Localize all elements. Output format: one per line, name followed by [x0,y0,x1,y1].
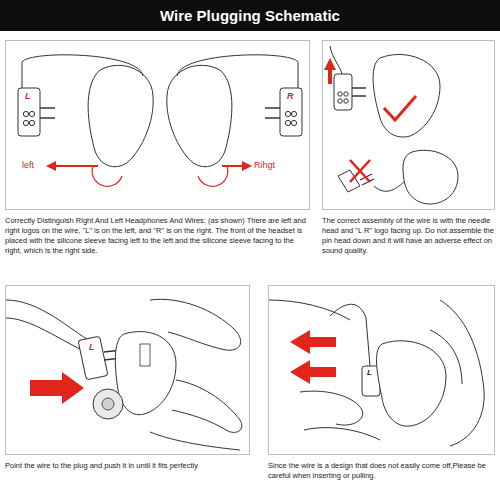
step-panel: Since the wire is a design that does not… [268,285,495,481]
figure-label: L [89,343,95,352]
step-caption: The correct assembly of the wire is with… [322,216,495,256]
figure-label: Rihgt [254,161,275,170]
step-panel: The correct assembly of the wire is with… [322,40,495,256]
step-panel: Correctly Distinguish Right And Left Hea… [5,40,310,256]
panel-frame [322,40,495,210]
figure-label: left [22,161,34,170]
figure-label: L [25,92,31,101]
figure-label: R [287,92,294,101]
title: Wire Plugging Schematic [160,7,340,24]
step-caption: Correctly Distinguish Right And Left Hea… [5,216,310,256]
step-panel: Point the wire to the plug and push it i… [5,285,250,471]
panel-frame [268,285,495,455]
panel-frame [5,40,310,210]
panel-frame [5,285,250,455]
title-bar: Wire Plugging Schematic [0,0,500,31]
figure-label: L [367,369,372,377]
step-caption: Since the wire is a design that does not… [268,461,495,481]
step-caption: Point the wire to the plug and push it i… [5,461,250,471]
